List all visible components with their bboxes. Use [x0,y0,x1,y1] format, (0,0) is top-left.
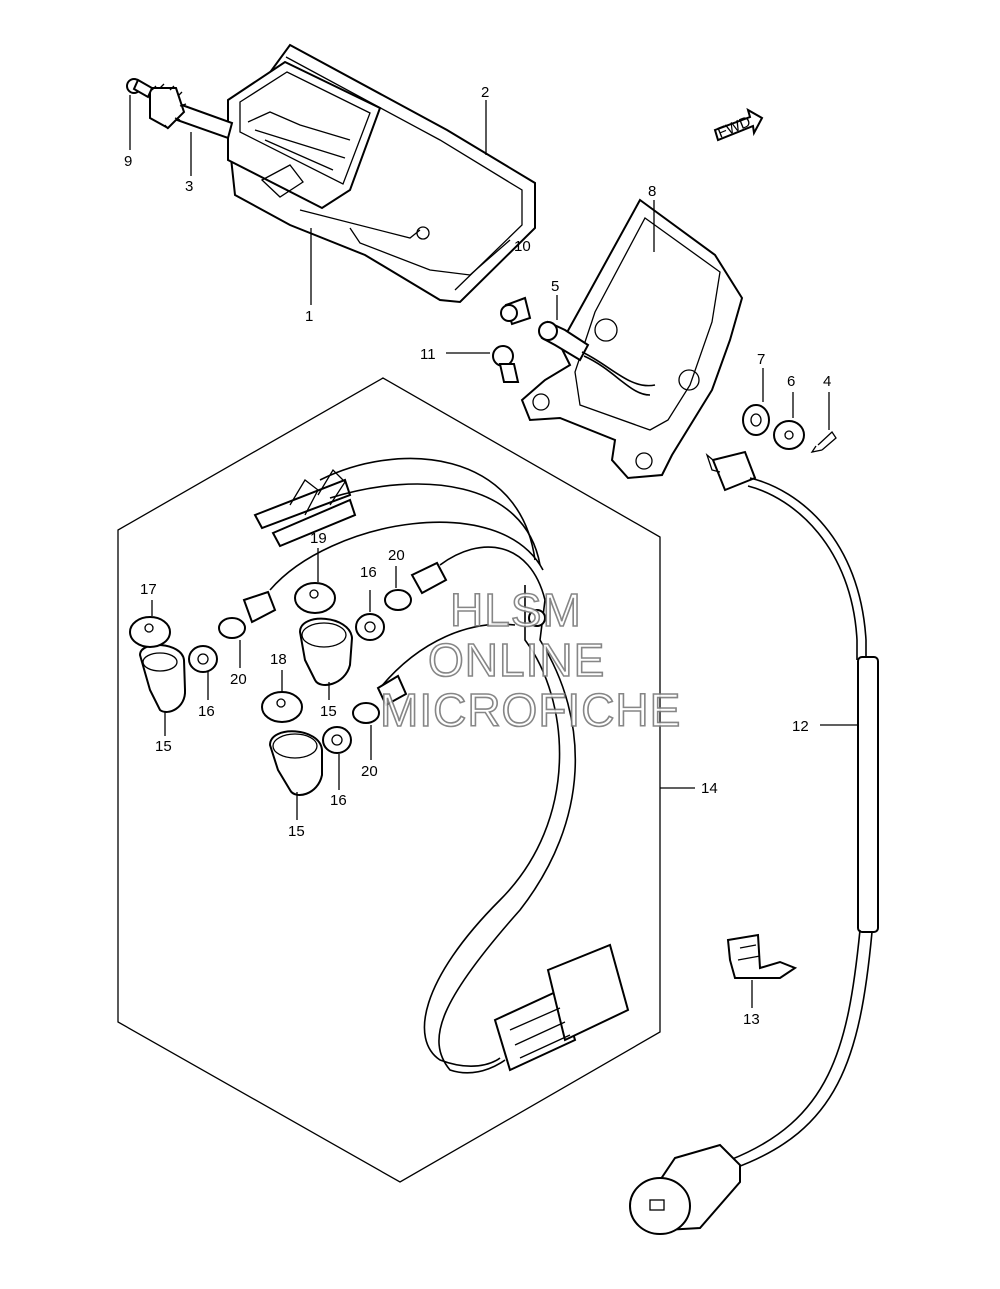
indicator-bulb [500,296,532,326]
bulb [352,674,408,724]
callout-10: 10 [514,238,531,255]
speedometer-cable [629,450,879,1235]
callout-labels: 1 2 3 4 5 6 7 8 9 10 11 12 13 14 15 15 1… [124,84,831,1028]
callout-3: 3 [185,178,193,195]
callout-18: 18 [270,651,287,668]
lamp-socket-cover [138,643,187,713]
callout-5: 5 [551,278,559,295]
watermark-line-2: ONLINE [428,634,605,686]
callout-16: 16 [360,564,377,581]
callout-16: 16 [198,703,215,720]
nut [742,404,770,436]
callout-6: 6 [787,373,795,390]
grommet [188,645,218,673]
harness-frame [117,377,661,1183]
forward-arrow-icon: FWD [713,107,764,142]
rubber-cap [261,691,303,723]
callout-16: 16 [330,792,347,809]
callout-15: 15 [288,823,305,840]
callout-4: 4 [823,373,831,390]
wiring-harness [253,457,630,1074]
watermark-line-3: MICROFICHE [380,684,681,736]
callout-14: 14 [701,780,718,797]
watermark: HLSM ONLINE MICROFICHE [379,583,681,737]
callout-12: 12 [792,718,809,735]
callout-20: 20 [388,547,405,564]
callout-20: 20 [230,671,247,688]
callout-7: 7 [757,351,765,368]
callout-15: 15 [155,738,172,755]
rubber-cap [129,616,171,648]
grommet [355,613,385,641]
bulb-socket [538,320,656,396]
screw-bolt [126,78,154,99]
callout-17: 17 [140,581,157,598]
lamp-socket-cover [268,730,323,796]
cotter-clip [810,431,837,453]
callout-9: 9 [124,153,132,170]
drive-shaft [149,83,234,140]
callout-13: 13 [743,1011,760,1028]
fwd-label: FWD [715,113,753,142]
watermark-line-1: HLSM [450,584,582,636]
callout-8: 8 [648,183,656,200]
callout-20: 20 [361,763,378,780]
lamp-socket-cover [298,617,354,686]
callout-11: 11 [420,346,436,363]
rubber-cap [294,582,336,614]
bulb [384,561,448,611]
bulb [492,345,520,383]
callout-15: 15 [320,703,337,720]
bulb [218,590,277,639]
grommet [322,726,352,754]
callout-19: 19 [310,530,327,547]
speedometer-assembly [226,43,536,304]
washer [773,420,805,450]
cable-clamp [726,933,798,979]
callout-1: 1 [305,308,313,325]
leader-lines [129,95,858,1008]
callout-2: 2 [481,84,489,101]
